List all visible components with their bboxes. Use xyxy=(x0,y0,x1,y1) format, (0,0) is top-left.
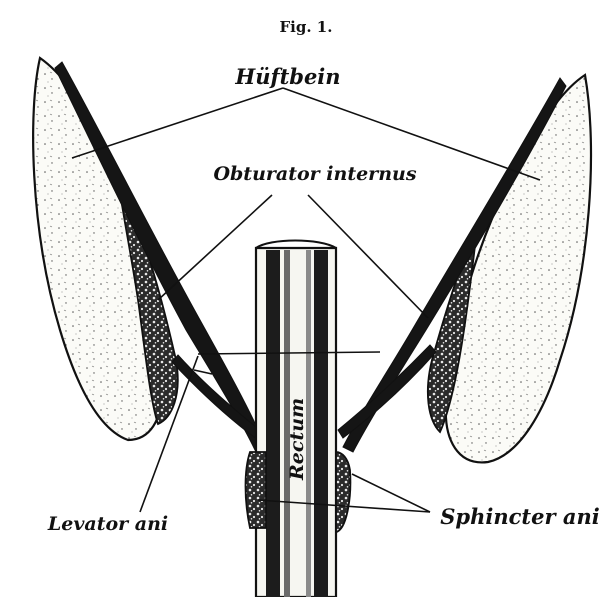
right-levator-ani-lower xyxy=(338,345,436,438)
sphincter-ani-label: Sphincter ani xyxy=(440,504,599,529)
left-sphincter-ani xyxy=(246,452,267,528)
figure-number: Fig. 1. xyxy=(280,18,333,36)
hip-bone-label: Hüftbein xyxy=(234,64,340,89)
right-sphincter-ani xyxy=(336,452,350,532)
obturator-internus-label: Obturator internus xyxy=(213,163,416,185)
rectum: Rectum xyxy=(256,241,336,597)
levator-ani-label: Levator ani xyxy=(47,513,168,535)
rectum-label: Rectum xyxy=(286,398,308,481)
